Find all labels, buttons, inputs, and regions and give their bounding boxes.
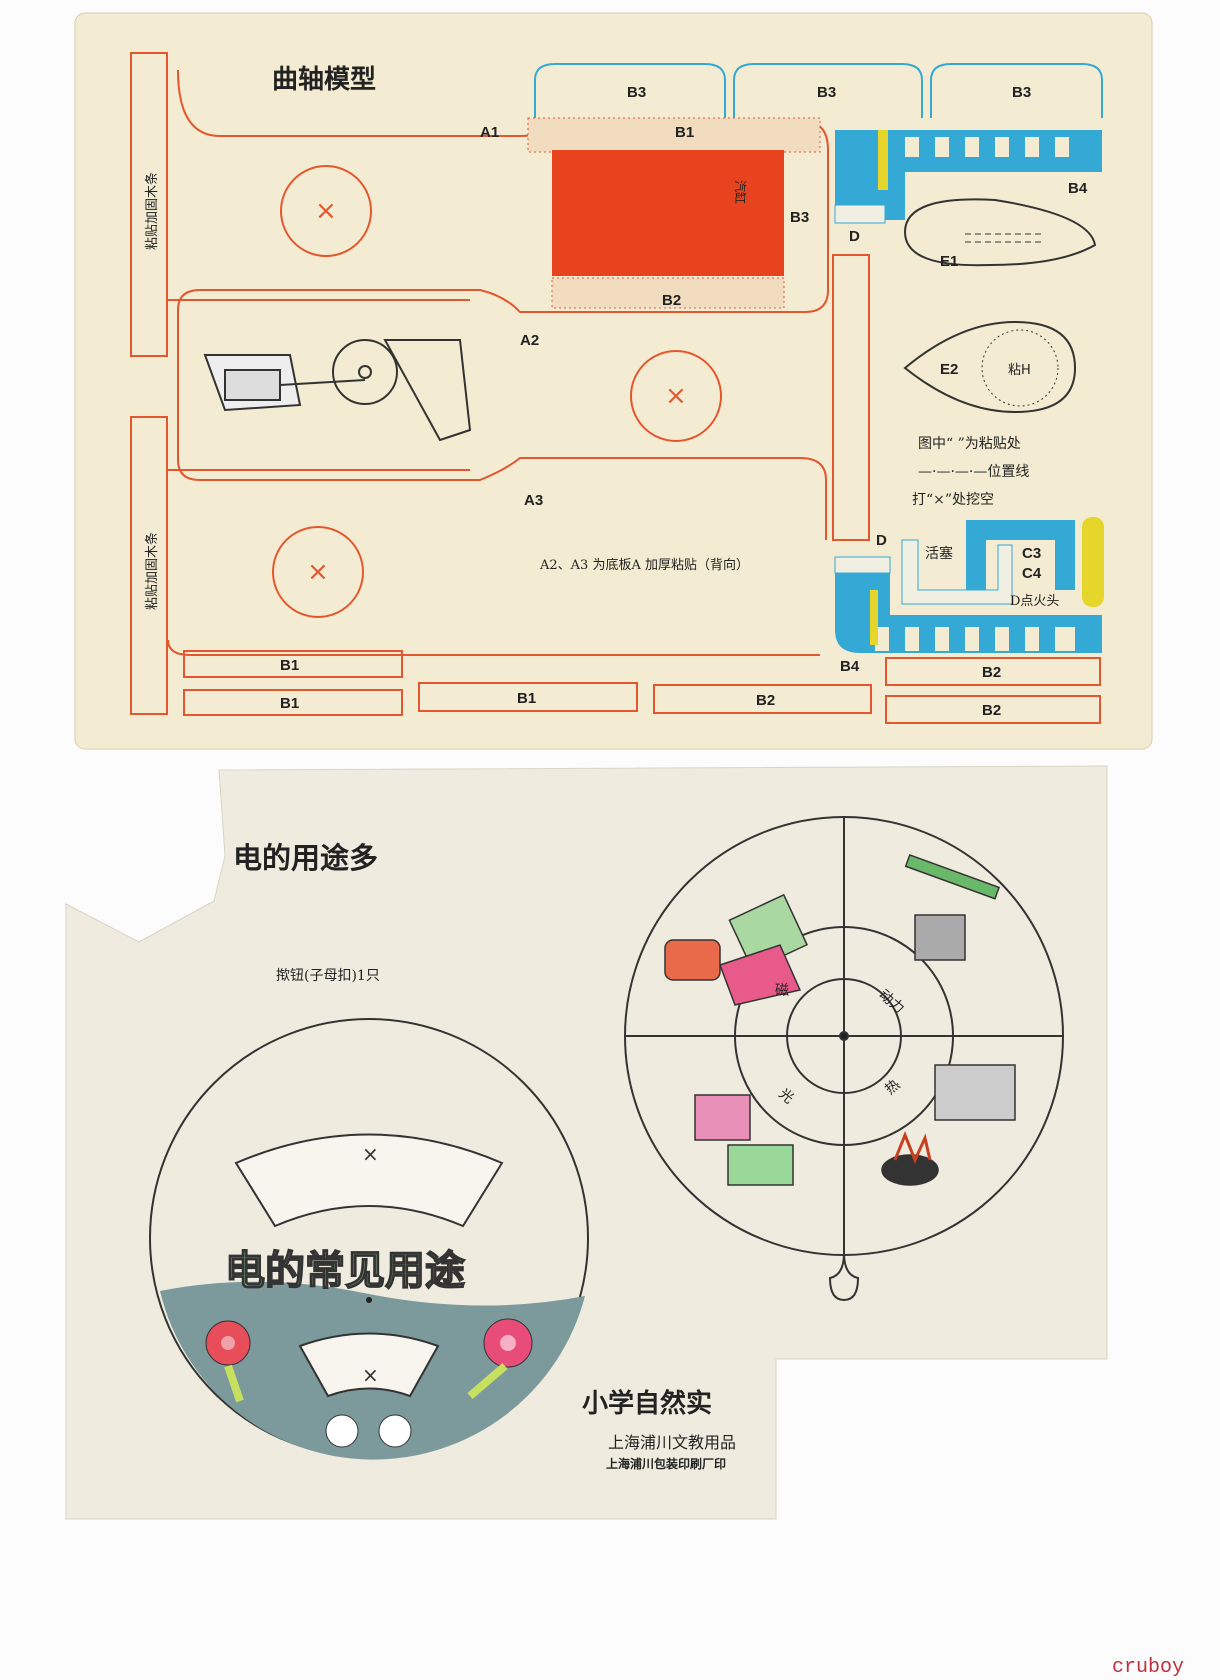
label-b1: B1 [517,690,536,707]
electricity-uses-card: 电的用途多 × 电的常见用途 × 揿钮(子母扣)1只 [65,765,1108,1520]
label-b3: B3 [627,84,646,101]
connecting-rod-strip [832,254,870,541]
label-b1: B1 [280,695,299,712]
side-strip-label: 粘贴加固木条 [144,532,160,610]
cut-x-icon: × [307,557,329,587]
machine-icon [934,1064,1016,1121]
cut-circle [280,165,372,257]
window-cutout [234,1133,504,1228]
publisher-name: 上海浦川文教用品 [608,1433,736,1452]
label-b3: B3 [790,209,809,226]
legend-glue: 图中“ ”为粘贴处 [918,436,1021,452]
blue-comb-bottom [834,517,1104,653]
card-title: 电的用途多 [233,841,378,875]
label-b2: B2 [982,664,1001,681]
flower-icon [325,1414,412,1448]
label-a1: A1 [480,124,499,141]
cut-x-icon: × [362,1142,379,1166]
cam-e2 [903,320,1077,414]
crank-engine-illustration [203,339,472,442]
window-cutout [298,1332,440,1398]
tab-b3 [930,63,1103,118]
label-d: D [876,532,887,549]
label-b3: B3 [1012,84,1031,101]
glue-band-b2 [551,277,785,309]
label-b2: B2 [756,692,775,709]
strip-b2 [653,684,872,714]
iron-icon [719,944,802,1006]
tab-b3 [534,63,726,118]
blue-comb-top [834,130,1102,224]
label-d-ignition: D点火头 [1010,594,1059,609]
cabinet-icon [727,1144,794,1186]
cut-x-icon: × [665,381,687,411]
strip-b2 [885,657,1101,686]
cut-x-icon: × [315,196,337,226]
side-strip-bottom: 粘贴加固木条 [130,416,168,715]
flower-icon [483,1318,533,1368]
cut-x-icon: × [362,1363,379,1387]
heater-icon [664,939,721,981]
label-a3: A3 [524,492,543,509]
sector-label-magnetism: 磁 [775,983,789,999]
strip-b1 [418,682,638,712]
label-e1: E1 [940,253,958,270]
label-b2: B2 [662,292,681,309]
label-piston: 活塞 [925,545,953,562]
base-plate-note: A2、A3 为底板A 加厚粘贴（背向） [539,557,749,573]
legend-cut-out: 打“×”处挖空 [912,491,994,508]
stove-icon [881,1154,939,1186]
strip-b1 [183,689,403,716]
cut-circle [272,526,364,618]
label-c3: C3 [1022,545,1041,562]
base-plate-lines [167,299,820,656]
label-b1: B1 [280,657,299,674]
glue-area-h [981,329,1059,407]
crankshaft-model-card: 曲轴模型 粘贴加固木条 粘贴加固木条 × × × 汽缸 B [74,12,1153,750]
label-a2: A2 [520,332,539,349]
cylinder-block [552,150,784,276]
leaf-icon [224,1362,508,1403]
card-title: 曲轴模型 [272,65,376,95]
strip-b2 [885,695,1101,724]
legend-position-line: —·—·—·—位置线 [918,464,1029,480]
glue-band-b1 [527,117,821,153]
cut-circle [630,350,722,442]
position-line [965,233,1045,243]
flower-icon [205,1320,251,1366]
label-c4: C4 [1022,565,1042,582]
strip-b1 [183,650,403,678]
uses-cover-disc: × 电的常见用途 × [149,1018,589,1460]
label-b4: B4 [840,658,860,675]
printer-name: 上海浦川包装印刷厂印 [606,1456,726,1471]
series-title: 小学自然实 [582,1388,712,1419]
uses-wheel [624,816,1064,1302]
label-d: D [849,228,860,245]
cylinder-label: 汽缸 [733,180,748,204]
fan-icon [904,854,1000,900]
label-b4: B4 [1068,180,1088,197]
light-icon [694,1094,751,1141]
tab-b3 [733,63,923,118]
label-glue-h: 粘H [1008,363,1031,378]
publisher-block: 小学自然实 上海浦川文教用品 上海浦川包装印刷厂印 [582,1388,736,1471]
label-b1: B1 [675,124,694,141]
snap-button-note: 揿钮(子母扣)1只 [276,968,380,984]
side-strip-top: 粘贴加固木条 [130,52,168,357]
appliance-illustrations [664,854,1016,1186]
label-b2: B2 [982,702,1001,719]
tv-icon [914,914,966,961]
label-e2: E2 [940,361,958,378]
flame-icon [893,1130,932,1164]
side-strip-label: 粘贴加固木条 [144,172,160,250]
label-b3: B3 [817,84,836,101]
watermark: cruboy [1112,1656,1184,1679]
cam-e1 [903,198,1097,267]
disc-title: 电的常见用途 [225,1248,465,1294]
